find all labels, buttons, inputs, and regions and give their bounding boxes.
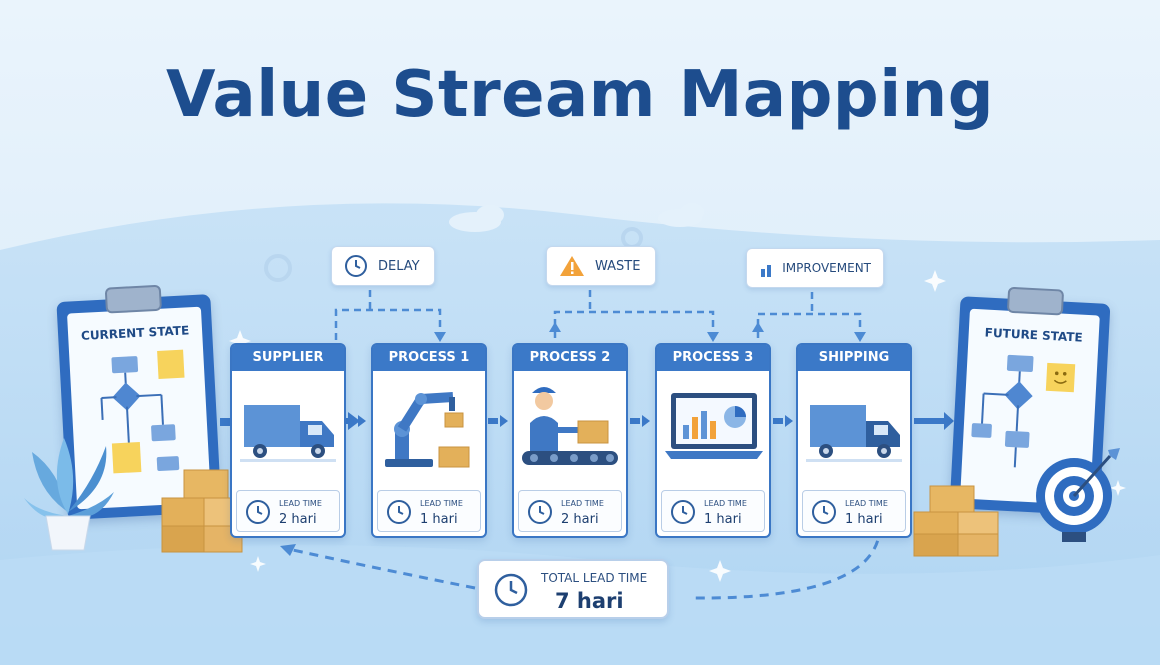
future-state-clipboard: FUTURE STATE [949, 286, 1111, 516]
delay-label: DELAY [378, 258, 420, 274]
station-supplier: SUPPLIER LEAD TIME 2 hari [230, 343, 346, 538]
lead-time-value: 1 hari [704, 512, 742, 527]
clock-icon [345, 255, 367, 277]
waste-label: WASTE [595, 258, 641, 274]
clock-icon [528, 500, 552, 524]
improvement-callout: IMPROVEMENT [746, 248, 884, 288]
plant-icon [24, 438, 114, 551]
station-process-2: PROCESS 2 LEAD TIME 2 hari [512, 343, 628, 538]
clock-icon [671, 500, 695, 524]
current-state-clipboard: CURRENT STATE [56, 284, 222, 520]
clock-icon [387, 500, 411, 524]
total-lead-time-value: 7 hari [555, 589, 624, 613]
lead-time-box: LEAD TIME 1 hari [661, 490, 765, 532]
station-title: PROCESS 2 [514, 345, 626, 371]
lead-time-box: LEAD TIME 2 hari [518, 490, 622, 532]
lead-time-value: 1 hari [420, 512, 458, 527]
station-title: PROCESS 3 [657, 345, 769, 371]
delay-callout: DELAY [331, 246, 435, 286]
lead-time-value: 1 hari [845, 512, 883, 527]
truck-icon [806, 405, 902, 462]
lead-time-box: LEAD TIME 1 hari [377, 490, 481, 532]
lead-time-box: LEAD TIME 1 hari [802, 490, 906, 532]
laptop-dashboard-icon [665, 393, 763, 459]
lead-time-value: 2 hari [561, 512, 599, 527]
clock-icon [494, 573, 528, 607]
boxes-icon [913, 485, 999, 557]
lead-time-label: LEAD TIME [420, 499, 463, 508]
station-process-3: PROCESS 3 LEAD TIME 1 hari [655, 343, 771, 538]
worker-icon [522, 387, 618, 465]
flowchart-icon [100, 349, 185, 474]
total-lead-time-box: TOTAL LEAD TIME 7 hari [477, 559, 669, 619]
robot-arm-icon [385, 392, 470, 468]
bar-chart-icon [761, 265, 771, 277]
lead-time-value: 2 hari [279, 512, 317, 527]
warning-icon [560, 256, 584, 276]
lead-time-box: LEAD TIME 2 hari [236, 490, 340, 532]
station-process-1: PROCESS 1 LEAD TIME 1 hari [371, 343, 487, 538]
flowchart-icon [971, 354, 1076, 468]
clock-icon [812, 500, 836, 524]
page-title: Value Stream Mapping [165, 58, 995, 132]
truck-icon [240, 405, 336, 462]
station-title: SUPPLIER [232, 345, 344, 371]
clock-icon [246, 500, 270, 524]
waste-callout: WASTE [546, 246, 656, 286]
improvement-label: IMPROVEMENT [782, 261, 871, 275]
station-title: PROCESS 1 [373, 345, 485, 371]
lead-time-label: LEAD TIME [279, 499, 322, 508]
station-shipping: SHIPPING LEAD TIME 1 hari [796, 343, 912, 538]
lead-time-label: LEAD TIME [845, 499, 888, 508]
lead-time-label: LEAD TIME [561, 499, 604, 508]
station-title: SHIPPING [798, 345, 910, 371]
target-icon [1036, 448, 1120, 542]
lead-time-label: LEAD TIME [704, 499, 747, 508]
total-lead-time-label: TOTAL LEAD TIME [541, 571, 648, 585]
